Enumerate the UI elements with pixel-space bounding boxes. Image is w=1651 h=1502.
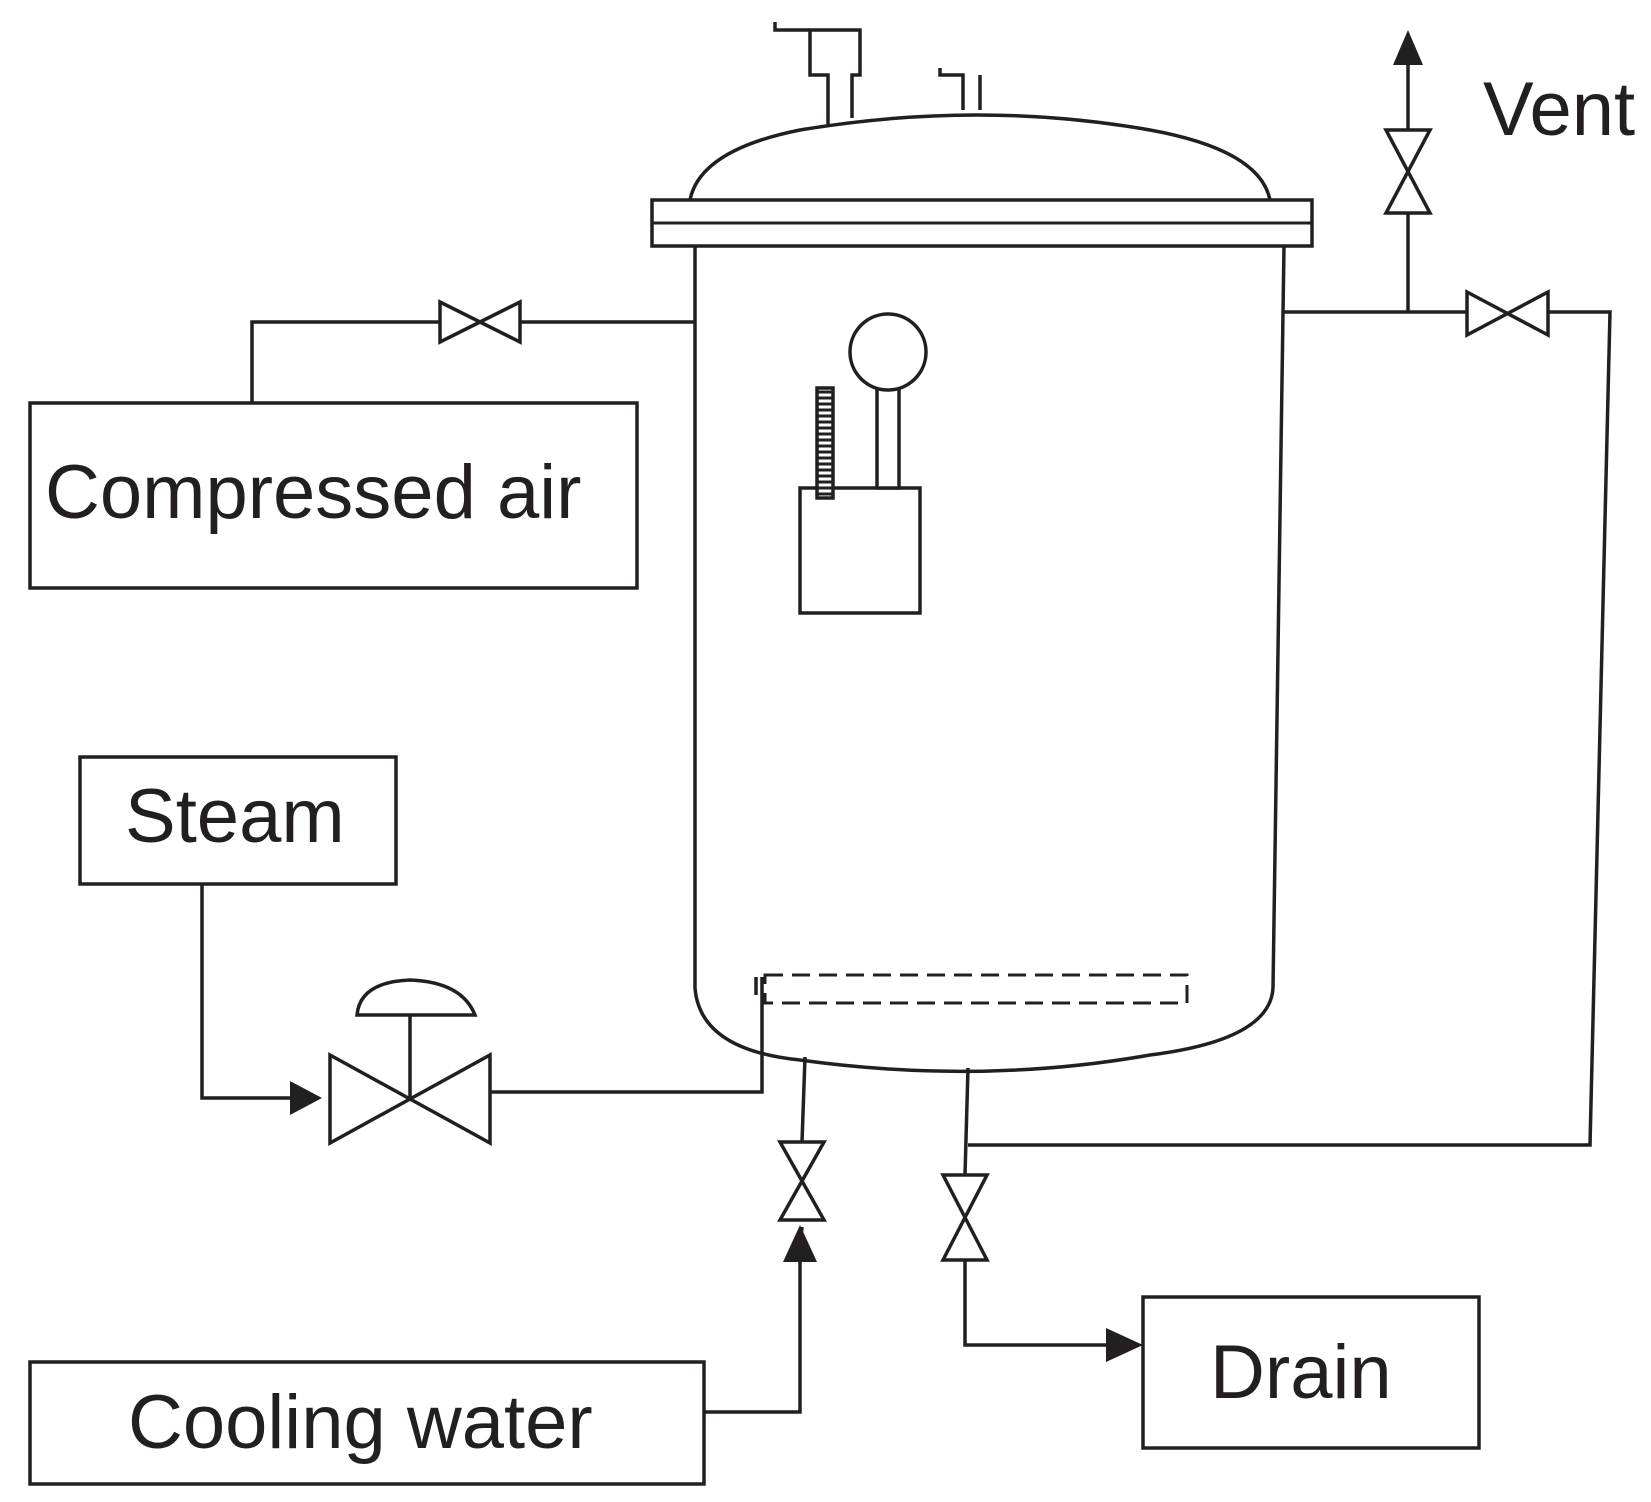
compressed-air-box: [28, 401, 639, 590]
drain-pipe: [963, 1067, 1108, 1347]
steam-inlet-pipe: [490, 977, 764, 1094]
recirculation-valve-icon: [1465, 289, 1550, 338]
steam-pipe: [200, 884, 290, 1100]
vessel-lid-dome: [688, 113, 1272, 201]
drain-valve-icon: [940, 1173, 990, 1262]
drain-box: [1141, 1295, 1481, 1450]
cooling-water-valve-icon: [777, 1140, 827, 1222]
thermometer-scale: [817, 390, 833, 496]
vent-header-pipe: [968, 310, 1612, 1147]
steam-arrow-icon: [290, 1081, 322, 1115]
vent-arrow-icon: [1393, 30, 1423, 65]
compressed-air-label: Compressed air: [45, 450, 581, 535]
cooling-water-pipe: [704, 1258, 802, 1414]
valve-actuator-icon: [355, 978, 478, 1017]
cooling-water-arrow-icon: [783, 1225, 817, 1262]
drain-arrow-icon: [1106, 1328, 1143, 1362]
vent-valve-icon: [1383, 128, 1433, 215]
drain-label: Drain: [1210, 1330, 1392, 1415]
steam-sparger: [763, 973, 1189, 1005]
vessel: [650, 113, 1314, 1074]
safety-valve-fitting: [773, 22, 862, 125]
pressure-gauge-icon: [848, 312, 928, 392]
compressed-air-valve-icon: [438, 299, 522, 345]
cooling-water-box: [28, 1360, 706, 1486]
cooling-water-label: Cooling water: [128, 1380, 593, 1465]
pressure-port-fitting: [938, 68, 982, 110]
compressed-air-pipe: [250, 320, 695, 403]
steam-box: [78, 755, 398, 886]
gauge-stem: [875, 376, 901, 490]
steam-label: Steam: [125, 774, 345, 859]
vessel-body: [693, 245, 1286, 1074]
temperature-sensor-assembly: [798, 312, 928, 615]
sensor-box: [798, 486, 922, 615]
vent-label: Vent: [1483, 67, 1635, 152]
